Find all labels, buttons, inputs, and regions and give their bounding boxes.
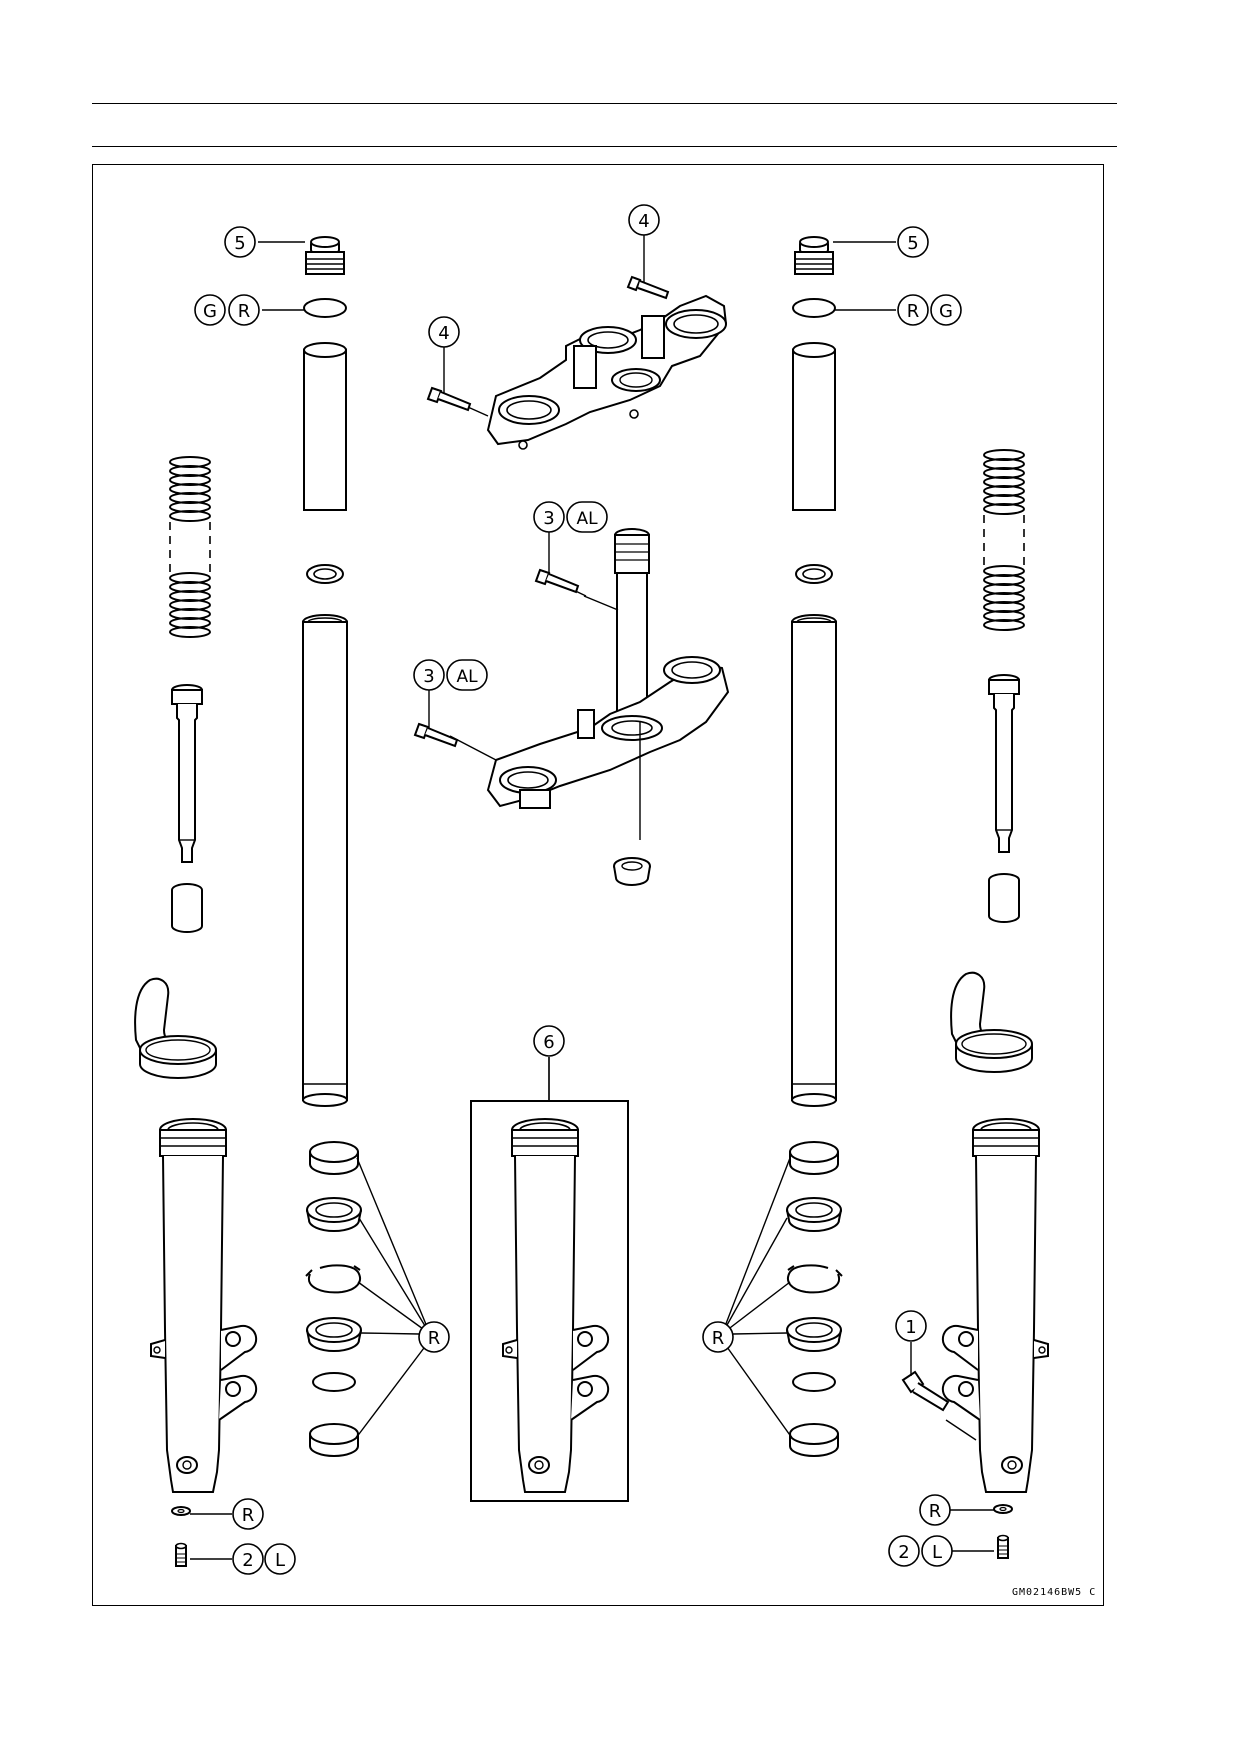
right-oil-seal [786,1197,842,1232]
stem-nut [613,857,651,886]
svg-text:1: 1 [905,1317,916,1338]
left-slide-bushing [309,1141,359,1175]
figure-code: GM02146BW5 C [1012,1587,1097,1598]
callout-2-left: 2 [232,1543,264,1575]
callout-3-upper: 3 [533,501,565,533]
svg-text:3: 3 [543,508,554,529]
callout-r-right-top: R [897,294,929,326]
svg-text:5: 5 [907,233,918,254]
left-fork-spacer-washer [306,564,344,584]
callout-r-right-seals: R [702,1321,734,1353]
left-outer-tube [302,614,348,1107]
svg-text:AL: AL [576,509,598,529]
callout-l-right: L [921,1535,953,1567]
inset-fork-slider [502,1118,610,1493]
left-fork-guard [134,977,217,1079]
right-fork-slider [941,1118,1049,1493]
right-fork-spring [983,449,1025,631]
left-bottom-washer [171,1506,191,1516]
callout-4-top: 4 [628,204,660,236]
svg-text:G: G [939,301,953,322]
callout-r-bottom-left: R [232,1498,264,1530]
left-damper-bushing [171,883,203,933]
right-retaining-clip [786,1264,843,1294]
callout-al-lower: AL [446,659,488,691]
svg-text:L: L [932,1542,942,1563]
bracket-bolt-lower-left [413,722,497,761]
right-damper-bushing [988,873,1020,923]
svg-text:R: R [929,1501,942,1522]
header-rule-bottom [92,146,1117,147]
callout-al-upper: AL [566,501,608,533]
header-rule-top [92,103,1117,104]
callout-l-left: L [264,1543,296,1575]
svg-text:6: 6 [543,1032,554,1053]
svg-text:L: L [275,1550,285,1571]
callout-4-left: 4 [428,316,460,348]
svg-text:AL: AL [456,667,478,687]
svg-text:R: R [242,1505,255,1526]
left-allen-bolt [175,1542,187,1567]
right-fork-top-plug [794,236,834,275]
bracket-bolt-lower-right [534,568,587,597]
callout-5-left: 5 [224,226,256,258]
right-fork-o-ring [792,298,836,318]
upper-fork-bracket [486,294,728,450]
left-fork-slider [150,1118,258,1493]
left-guide-bushing [309,1423,359,1457]
left-inner-tube-upper [303,342,347,511]
right-damper-rod [988,674,1020,853]
svg-text:3: 3 [423,666,434,687]
callout-r-left-seals: R [418,1321,450,1353]
right-fork-guard [950,971,1033,1073]
left-dust-seal-ring [306,1317,362,1352]
right-caliper-bolt [901,1370,977,1441]
right-dust-seal-ring [786,1317,842,1352]
svg-text:R: R [712,1328,725,1349]
left-fork-o-ring [303,298,347,318]
right-bottom-washer [993,1504,1013,1514]
left-oil-seal [306,1197,362,1232]
svg-text:R: R [907,301,920,322]
callout-3-lower: 3 [413,659,445,691]
left-retaining-clip [305,1264,362,1294]
svg-text:R: R [238,301,251,322]
svg-text:4: 4 [438,323,449,344]
figure-frame [92,164,1104,1606]
svg-text:G: G [203,301,217,322]
leader-lines [190,234,994,1560]
svg-text:4: 4 [638,211,649,232]
right-allen-bolt [997,1534,1009,1559]
right-outer-tube [791,614,837,1107]
right-seal-washer [792,1372,836,1392]
svg-text:5: 5 [234,233,245,254]
callout-1: 1 [895,1310,927,1342]
right-inner-tube-upper [792,342,836,511]
left-fork-spring [169,456,211,638]
right-fork-spacer-washer [795,564,833,584]
callout-5-right: 5 [897,226,929,258]
callout-r-left-top: R [228,294,260,326]
right-slide-bushing [789,1141,839,1175]
callout-g-right: G [930,294,962,326]
bracket-bolt-upper-right [626,275,670,300]
callout-6: 6 [533,1025,565,1057]
left-seal-washer [312,1372,356,1392]
callout-r-bottom-right: R [919,1494,951,1526]
left-damper-rod [171,684,203,863]
bracket-bolt-upper-left [426,386,489,417]
svg-text:R: R [428,1328,441,1349]
svg-text:2: 2 [898,1542,909,1563]
right-guide-bushing [789,1423,839,1457]
left-fork-top-plug [305,236,345,275]
svg-text:2: 2 [242,1550,253,1571]
steering-stem-lower-bracket [486,528,730,840]
callout-g-left: G [194,294,226,326]
callout-2-right: 2 [888,1535,920,1567]
